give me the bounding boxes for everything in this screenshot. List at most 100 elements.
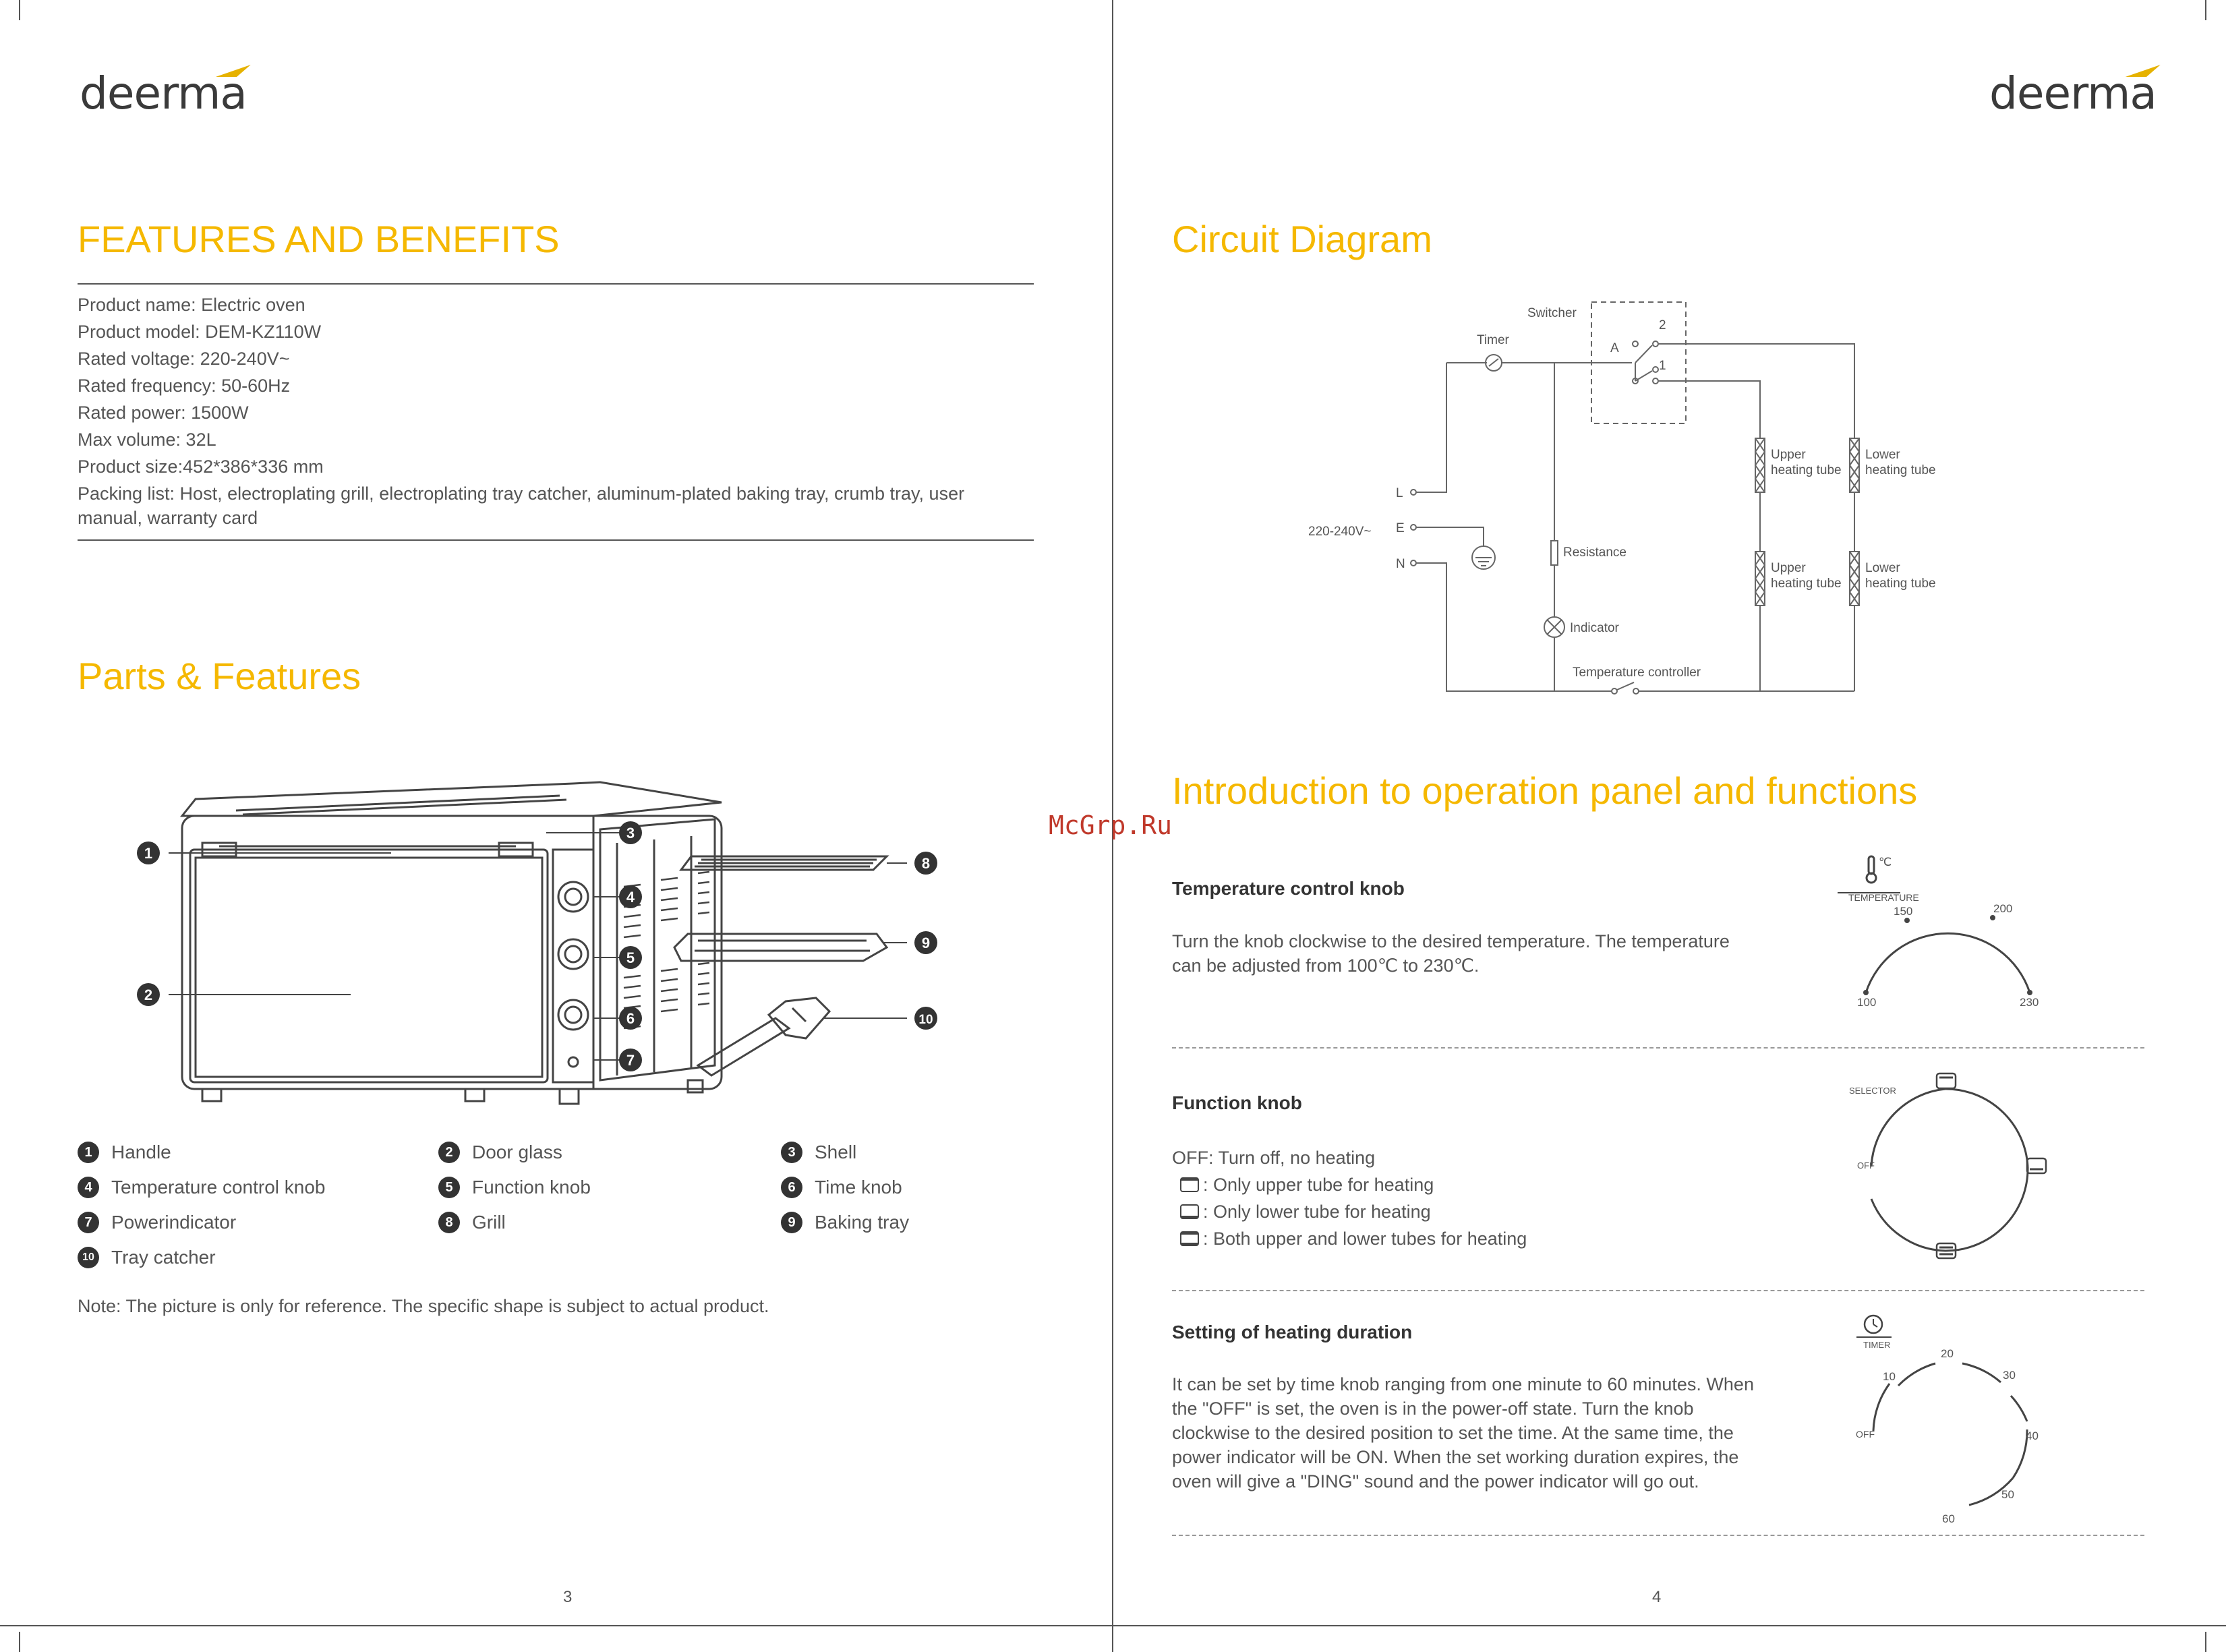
- legend-number: 8: [438, 1212, 460, 1233]
- both-tubes-icon: [1180, 1231, 1199, 1246]
- upper-tube-icon: [1180, 1177, 1199, 1192]
- legend-label: Function knob: [472, 1177, 591, 1198]
- temp-tick: 150: [1894, 905, 1912, 918]
- timer-text-line: It can be set by time knob ranging from …: [1172, 1374, 1754, 1394]
- legend-item: 8 Grill: [438, 1212, 506, 1233]
- temp-knob-text: Turn the knob clockwise to the desired t…: [1172, 929, 1730, 978]
- legend-number: 3: [781, 1142, 802, 1163]
- function-knob-title: Function knob: [1172, 1092, 1302, 1113]
- legend-number: 6: [781, 1177, 802, 1198]
- page-number-right: 4: [1652, 1588, 1662, 1606]
- temp-unit: ℃: [1879, 856, 1892, 868]
- legend-number: 1: [78, 1142, 99, 1163]
- legend-item: 6 Time knob: [781, 1177, 902, 1198]
- spec-line: Rated frequency: 50-60Hz: [78, 376, 291, 396]
- callout-2: 2: [144, 986, 152, 1003]
- resistance-label: Resistance: [1563, 545, 1627, 560]
- spec-line: Product name: Electric oven: [78, 295, 305, 315]
- legend-label: Shell: [815, 1142, 857, 1162]
- terminal-e: E: [1396, 521, 1405, 535]
- watermark: McGrp.Ru: [1049, 810, 1173, 840]
- legend-label: Tray catcher: [111, 1247, 216, 1268]
- legend-number: 10: [78, 1247, 99, 1268]
- timer-text-line: the "OFF" is set, the oven is in the pow…: [1172, 1398, 1694, 1419]
- legend-label: Temperature control knob: [111, 1177, 326, 1198]
- temp-tick: 200: [1993, 902, 2012, 915]
- temperature-label: TEMPERATURE: [1848, 892, 1919, 903]
- legend-label: Handle: [111, 1142, 171, 1162]
- terminal-n: N: [1396, 557, 1405, 571]
- temperature-dial: ℃ TEMPERATURE 100 150 200 230: [1838, 855, 2039, 1009]
- timer-tick: 20: [1941, 1347, 1954, 1360]
- temp-text-line: can be adjusted from 100℃ to 230℃.: [1172, 955, 1480, 976]
- selector-label: SELECTOR: [1849, 1086, 1896, 1096]
- spec-line: manual, warranty card: [78, 508, 258, 528]
- switcher-label: Switcher: [1527, 306, 1577, 320]
- callout-4: 4: [626, 889, 635, 906]
- timer-dial: TIMER OFF 10 20 30 40 50 60: [1856, 1314, 2039, 1525]
- selector-dial: SELECTOR OFF: [1849, 1072, 2047, 1260]
- legend-number: 4: [78, 1177, 99, 1198]
- legend-label: Powerindicator: [111, 1212, 237, 1233]
- timer-knob-text: It can be set by time knob ranging from …: [1172, 1372, 1754, 1494]
- intro-title: Introduction to operation panel and func…: [1172, 769, 1918, 812]
- function-line-both: : Both upper and lower tubes for heating: [1172, 1225, 1527, 1252]
- lower-tube-icon: [1180, 1204, 1199, 1219]
- legend-label: Time knob: [815, 1177, 902, 1198]
- function-line-upper: : Only upper tube for heating: [1172, 1171, 1527, 1198]
- legend-number: 2: [438, 1142, 460, 1163]
- legend-item: 7 Powerindicator: [78, 1212, 236, 1233]
- temp-tick: 100: [1857, 996, 1876, 1009]
- spec-line: Packing list: Host, electroplating grill…: [78, 483, 965, 504]
- tube-label: Lower: [1865, 561, 1900, 575]
- legend-item: 4 Temperature control knob: [78, 1177, 326, 1198]
- tube-label: heating tube: [1771, 463, 1842, 477]
- timer-text-line: oven will give a "DING" sound and the po…: [1172, 1471, 1699, 1492]
- callout-7: 7: [626, 1052, 635, 1069]
- temp-text-line: Turn the knob clockwise to the desired t…: [1172, 931, 1730, 951]
- timer-text-line: power indicator will be ON. When the set…: [1172, 1447, 1739, 1467]
- switch-1-label: 1: [1659, 359, 1666, 373]
- callout-1: 1: [144, 845, 152, 862]
- legend-number: 7: [78, 1212, 99, 1233]
- callout-6: 6: [626, 1010, 635, 1027]
- temp-knob-title: Temperature control knob: [1172, 878, 1405, 899]
- reference-note: Note: The picture is only for reference.…: [78, 1296, 769, 1316]
- selector-off: OFF: [1857, 1160, 1875, 1171]
- timer-tick: 10: [1883, 1370, 1896, 1383]
- function-line-text: : Both upper and lower tubes for heating: [1203, 1229, 1527, 1249]
- legend-label: Grill: [472, 1212, 506, 1233]
- legend-label: Baking tray: [815, 1212, 910, 1233]
- tube-label: heating tube: [1771, 577, 1842, 591]
- callout-10: 10: [918, 1013, 933, 1027]
- tube-label: heating tube: [1865, 463, 1936, 477]
- brand-logo-right: deerma: [1989, 65, 2161, 119]
- spec-line: Rated voltage: 220-240V~: [78, 349, 290, 369]
- legend-item: 3 Shell: [781, 1142, 856, 1163]
- function-knob-text: OFF: Turn off, no heating : Only upper t…: [1172, 1144, 1527, 1252]
- timer-label: TIMER: [1863, 1340, 1890, 1350]
- timer-tick: 50: [2001, 1488, 2014, 1501]
- tube-label: Lower: [1865, 448, 1900, 462]
- spec-line: Product size:452*386*336 mm: [78, 456, 324, 477]
- page-number-left: 3: [563, 1588, 573, 1606]
- function-line-lower: : Only lower tube for heating: [1172, 1198, 1527, 1225]
- callout-9: 9: [922, 935, 930, 951]
- function-line-text: : Only upper tube for heating: [1203, 1175, 1434, 1195]
- terminal-l: L: [1396, 486, 1403, 500]
- callout-8: 8: [922, 855, 930, 872]
- tube-label: Upper: [1771, 561, 1806, 575]
- brand-logo-left: deerma: [80, 65, 251, 119]
- legend-number: 9: [781, 1212, 802, 1233]
- function-line-off: OFF: Turn off, no heating: [1172, 1148, 1376, 1168]
- timer-tick: 60: [1942, 1512, 1955, 1525]
- spec-line: Rated power: 1500W: [78, 403, 249, 423]
- legend-item: 10 Tray catcher: [78, 1247, 216, 1268]
- temp-controller-label: Temperature controller: [1573, 666, 1701, 680]
- timer-off: OFF: [1856, 1429, 1875, 1440]
- timer-tick: 40: [2026, 1429, 2039, 1442]
- timer-label: Timer: [1477, 333, 1510, 347]
- switch-2-label: 2: [1659, 318, 1666, 332]
